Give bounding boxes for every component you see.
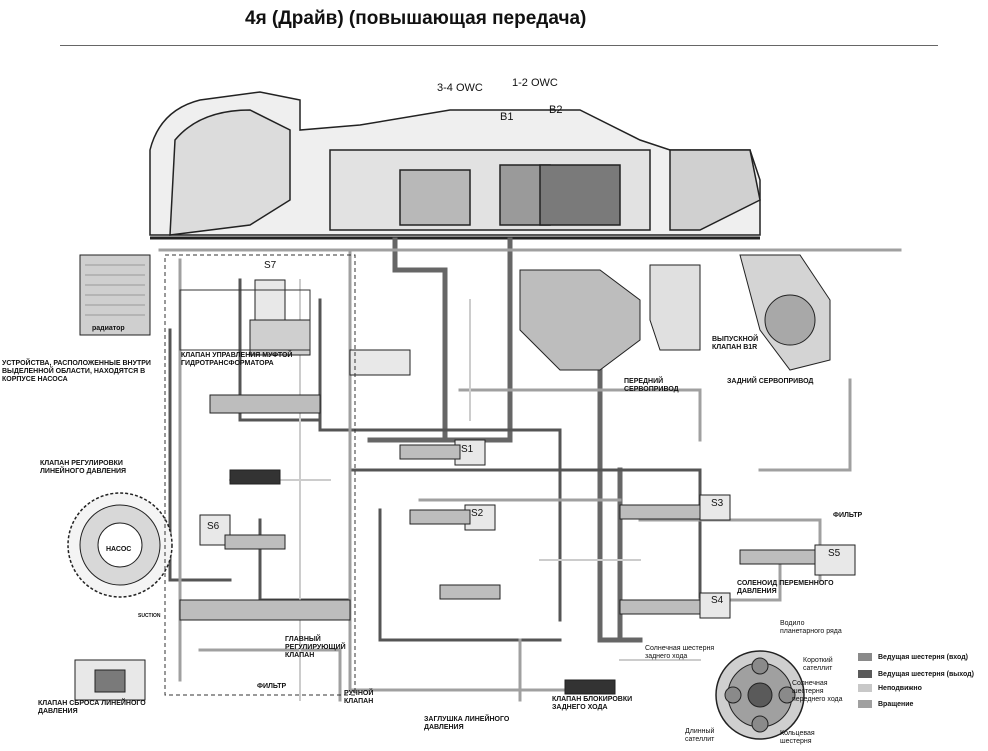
b1-label: B1 <box>500 111 514 123</box>
legend-swatch <box>858 700 872 708</box>
s6-label: S6 <box>207 521 220 532</box>
rear-sun-label: Солнечная шестерня заднего хода <box>645 645 715 660</box>
transmission-casing <box>149 91 761 240</box>
b2-label: B2 <box>549 104 563 116</box>
line-relief-label: КЛАПАН СБРОСА ЛИНЕЙНОГО ДАВЛЕНИЯ <box>38 700 146 715</box>
long-pinion-label: Длинный сателлит <box>685 728 715 743</box>
short-pinion-label: Короткий сателлит <box>803 657 833 672</box>
valve-bodies <box>179 279 856 695</box>
manual-valve-label: РУЧНОЙ КЛАПАН <box>344 690 374 705</box>
line-pressure-regulator-label: КЛАПАН РЕГУЛИРОВКИ ЛИНЕЙНОГО ДАВЛЕНИЯ <box>40 460 127 475</box>
legend-swatch <box>858 684 872 692</box>
owc12-label: 1-2 OWC <box>512 77 558 89</box>
owc34-label: 3-4 OWC <box>437 82 483 94</box>
legend-swatch <box>858 653 872 661</box>
s2-label: S2 <box>471 508 484 519</box>
planetary-gearset <box>715 650 805 740</box>
legend-item-drive-output: Ведущая шестерня (выход) <box>858 670 974 678</box>
exhaust-valve-label: ВЫПУСКНОЙ КЛАПАН B1R <box>712 336 759 351</box>
legend-label: Вращение <box>878 700 914 708</box>
legend-swatch <box>858 670 872 678</box>
pump-devices-note: УСТРОЙСТВА, РАСПОЛОЖЕННЫЕ ВНУТРИ ВЫДЕЛЕН… <box>2 360 151 383</box>
legend-label: Ведущая шестерня (вход) <box>878 653 968 661</box>
rear-servo-label: ЗАДНИЙ СЕРВОПРИВОД <box>727 378 814 385</box>
s3-label: S3 <box>711 498 724 509</box>
suction-label: SUCTION <box>138 613 161 619</box>
page-title: 4я (Драйв) (повышающая передача) <box>245 8 587 29</box>
pump-label: НАСОС <box>106 546 132 553</box>
servo-assemblies <box>519 254 831 371</box>
variable-solenoid-label: СОЛЕНОИД ПЕРЕМЕННОГО ДАВЛЕНИЯ <box>737 580 834 595</box>
line-relief-valve-body <box>74 659 146 701</box>
front-sun-label: Солнечная шестерня переднего хода <box>792 680 843 703</box>
legend-label: Неподвижно <box>878 684 922 692</box>
s5-label: S5 <box>828 548 841 559</box>
legend-label: Ведущая шестерня (выход) <box>878 670 974 678</box>
radiator-block <box>79 254 151 336</box>
main-regulator-label: ГЛАВНЫЙ РЕГУЛИРУЮЩИЙ КЛАПАН <box>285 636 346 659</box>
ring-gear-label: Кольцевая шестерня <box>780 730 815 745</box>
carrier-label: Водило планетарного ряда <box>780 620 842 635</box>
legend-item-stationary: Неподвижно <box>858 684 922 692</box>
legend-item-rotation: Вращение <box>858 700 913 708</box>
legend-item-drive-input: Ведущая шестерня (вход) <box>858 653 968 661</box>
filter-right-label: ФИЛЬТР <box>833 512 863 519</box>
front-servo-label: ПЕРЕДНИЙ СЕРВОПРИВОД <box>624 378 679 393</box>
radiator-label: радиатор <box>92 325 125 332</box>
s7-label: S7 <box>264 260 277 271</box>
converter-clutch-valve-label: КЛАПАН УПРАВЛЕНИЯ МУФТОЙ ГИДРОТРАНСФОРМА… <box>181 352 293 367</box>
pump-area-outline <box>164 254 356 696</box>
title-divider <box>60 45 938 46</box>
s1-label: S1 <box>461 444 474 455</box>
pump-gear <box>67 492 173 598</box>
line-plug-label: ЗАГЛУШКА ЛИНЕЙНОГО ДАВЛЕНИЯ <box>424 716 510 731</box>
reverse-lockout-label: КЛАПАН БЛОКИРОВКИ ЗАДНЕГО ХОДА <box>552 696 633 711</box>
filter-bottom-label: ФИЛЬТР <box>257 683 287 690</box>
s4-label: S4 <box>711 595 724 606</box>
